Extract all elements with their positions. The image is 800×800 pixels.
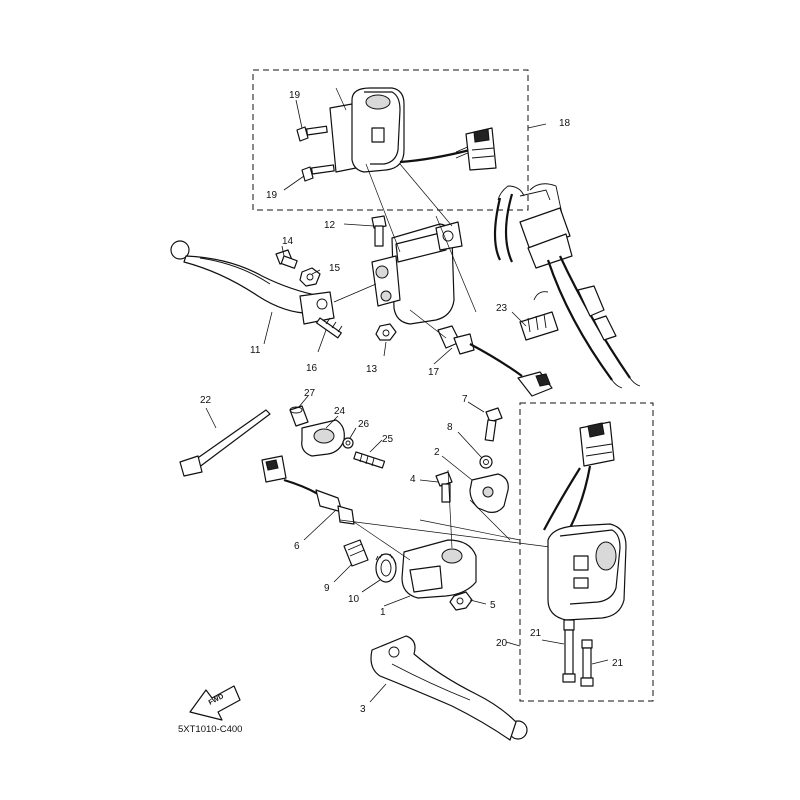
axis-upper-3 [365, 163, 401, 253]
callout-17: 17 [428, 367, 440, 378]
lever-11 [170, 240, 335, 325]
knurled-nut-10 [375, 553, 397, 583]
callout-5: 5 [490, 600, 496, 611]
callout-7: 7 [462, 394, 468, 405]
handlebar-switch [329, 87, 497, 173]
cable-tie-22 [179, 409, 271, 477]
holder-1 [401, 539, 477, 599]
diagram-code: 5XT1010-C400 [178, 724, 242, 735]
switch-assembly-box [252, 69, 529, 211]
callout-20: 20 [496, 638, 508, 649]
callout-21-left: 21 [530, 628, 542, 639]
callout-13: 13 [366, 364, 378, 375]
nut-5 [449, 591, 473, 611]
callout-12: 12 [324, 220, 336, 231]
callout-19-upper: 19 [289, 90, 301, 101]
nut-13 [375, 323, 397, 341]
washer-26 [342, 437, 354, 449]
throttle-cables [493, 183, 641, 389]
clutch-switch-6 [261, 455, 355, 525]
nut-15 [299, 267, 321, 287]
bolt-7 [484, 407, 503, 442]
switch-assembly-box-lower [519, 402, 654, 702]
washer-8 [479, 455, 493, 469]
callout-19-lower: 19 [266, 190, 278, 201]
axis-upper-5 [435, 215, 477, 313]
bolt-25 [353, 451, 386, 469]
bolt-12 [371, 215, 387, 247]
callout-9: 9 [324, 583, 330, 594]
callout-15: 15 [329, 263, 341, 274]
axis-upper-6 [335, 87, 347, 111]
callout-2: 2 [434, 447, 440, 458]
adjuster-9 [343, 539, 369, 567]
callout-4: 4 [410, 474, 416, 485]
screw-19-upper [296, 125, 328, 142]
callout-26: 26 [358, 419, 370, 430]
callout-10: 10 [348, 594, 360, 605]
callout-27: 27 [304, 388, 316, 399]
callout-1: 1 [380, 607, 386, 618]
callout-14: 14 [282, 236, 294, 247]
callout-23: 23 [496, 303, 508, 314]
callout-11: 11 [250, 345, 261, 356]
axis-upper-2 [409, 309, 447, 339]
axis-lower-4 [419, 519, 521, 541]
axis-lower-3 [469, 499, 511, 541]
screw-21-right [580, 639, 594, 687]
callout-16: 16 [306, 363, 318, 374]
leader-lines [205, 99, 609, 703]
fwd-arrow: FWD [189, 685, 241, 721]
brake-switch-17 [437, 325, 553, 397]
screw-16 [315, 317, 343, 339]
bracket-24 [301, 419, 345, 457]
axis-upper-1 [333, 283, 377, 303]
axis-lower-5 [447, 469, 453, 549]
axis-lower-1 [353, 521, 411, 561]
bracket-2 [469, 473, 509, 513]
callout-24: 24 [334, 406, 346, 417]
cable-guide-23 [519, 291, 559, 341]
collar-27 [289, 405, 309, 427]
screw-19-lower [301, 164, 335, 182]
callout-25: 25 [382, 434, 394, 445]
callout-8: 8 [447, 422, 453, 433]
lever-3 [370, 635, 528, 741]
bolt-14 [275, 249, 298, 269]
callout-18: 18 [559, 118, 571, 129]
screw-21-left [562, 619, 576, 683]
axis-upper-4 [399, 163, 453, 227]
master-cylinder [371, 221, 463, 325]
left-handlebar-switch [543, 421, 627, 621]
callouts: 19 19 18 12 14 15 11 16 13 17 23 27 24 2… [200, 90, 624, 715]
callout-22: 22 [200, 395, 212, 406]
callout-6: 6 [294, 541, 300, 552]
callout-3: 3 [360, 704, 366, 715]
callout-21-right: 21 [612, 658, 624, 669]
